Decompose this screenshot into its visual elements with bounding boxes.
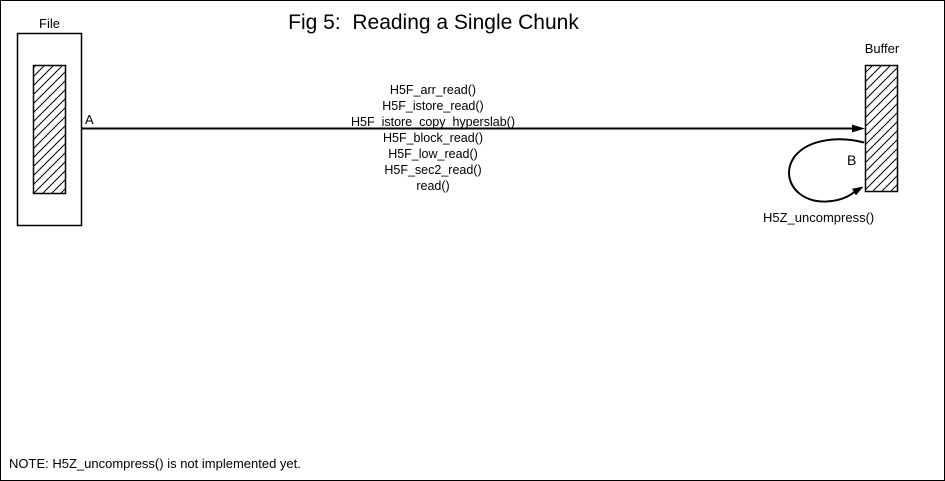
arrow-b-loop	[788, 138, 865, 203]
call-stack-line: H5F_sec2_read()	[384, 163, 482, 177]
call-stack-line: read()	[416, 179, 450, 193]
file-chunk-hatch	[32, 64, 67, 195]
arrow-a-head	[852, 124, 865, 133]
uncompress-call-label: H5Z_uncompress()	[763, 210, 875, 225]
call-stack-line: H5F_istore_copy_hyperslab()	[351, 115, 515, 129]
call-stack-line: H5F_low_read()	[388, 147, 478, 161]
file-box-label: File	[39, 16, 60, 31]
call-stack-line: H5F_arr_read()	[389, 83, 477, 97]
point-b-label: B	[847, 152, 857, 168]
point-a-label: A	[85, 112, 94, 127]
arrow-b-head	[852, 186, 864, 196]
buffer-hatch	[864, 64, 899, 193]
buffer-box-label: Buffer	[864, 41, 900, 56]
read-call-stack: H5F_arr_read() H5F_istore_read() H5F_ist…	[283, 82, 583, 194]
call-stack-line: H5F_block_read()	[382, 131, 484, 145]
figure-title: Fig 5: Reading a Single Chunk	[288, 11, 579, 34]
note-text: NOTE: H5Z_uncompress() is not implemente…	[9, 456, 301, 471]
call-stack-line: H5F_istore_read()	[382, 99, 484, 113]
